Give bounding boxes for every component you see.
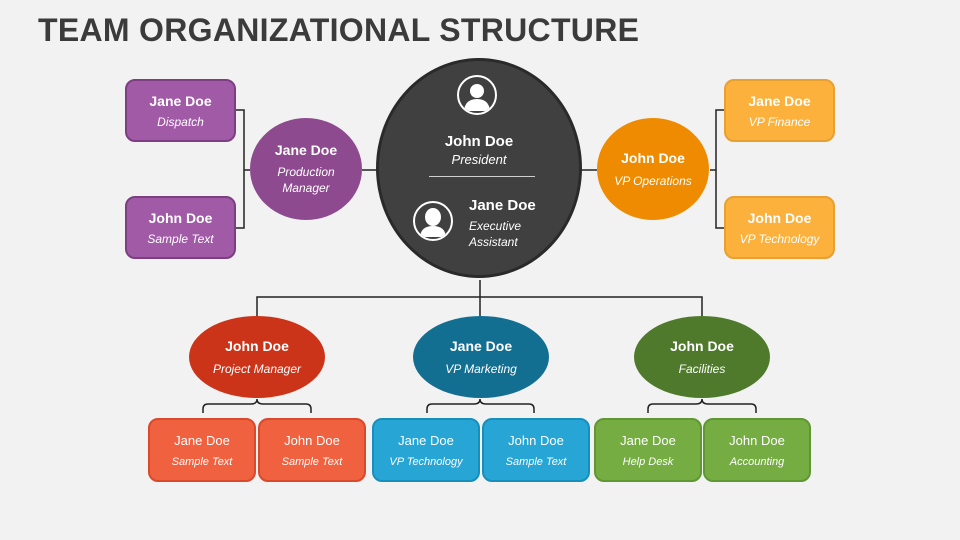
- report-role: VP Technology: [739, 231, 820, 246]
- connector-production-reports: [236, 109, 245, 229]
- assistant-role: Executive Assistant: [469, 219, 522, 249]
- operations-role: VP Operations: [614, 174, 692, 188]
- female-user-icon: [413, 201, 453, 241]
- facilities-report-node: Jane Doe Help Desk: [594, 418, 702, 482]
- report-role: Sample Text: [505, 455, 567, 468]
- connector-operations-reports: [715, 109, 724, 229]
- report-role: Sample Text: [281, 455, 343, 468]
- project-name: John Doe: [225, 338, 289, 354]
- report-role: Accounting: [729, 455, 785, 468]
- page-title: TEAM ORGANIZATIONAL STRUCTURE: [38, 12, 640, 48]
- report-name: John Doe: [729, 432, 785, 448]
- facilities-role: Facilities: [678, 362, 726, 376]
- project-role: Project Manager: [212, 362, 302, 376]
- assistant-name: Jane Doe: [469, 197, 536, 214]
- facilities-node: John Doe Facilities: [634, 316, 770, 398]
- technology-node: John Doe VP Technology: [724, 196, 835, 259]
- president-name: John Doe: [444, 133, 514, 150]
- project-report-node: John Doe Sample Text: [258, 418, 366, 482]
- report-name: Jane Doe: [748, 92, 811, 109]
- report-role: Sample Text: [171, 455, 233, 468]
- production-manager-node: Jane Doe Production Manager: [250, 118, 362, 220]
- president-role: President: [451, 152, 507, 167]
- production-sample-node: John Doe Sample Text: [125, 196, 236, 259]
- marketing-name: Jane Doe: [449, 338, 513, 354]
- facilities-report-node: John Doe Accounting: [703, 418, 811, 482]
- operations-node: John Doe VP Operations: [597, 118, 709, 220]
- president-divider: [429, 176, 535, 177]
- report-name: John Doe: [508, 432, 564, 448]
- report-name: Jane Doe: [620, 432, 676, 448]
- dispatch-node: Jane Doe Dispatch: [125, 79, 236, 142]
- production-role: Production Manager: [277, 165, 335, 195]
- male-user-icon: [457, 75, 497, 115]
- report-name: Jane Doe: [398, 432, 454, 448]
- project-report-node: Jane Doe Sample Text: [148, 418, 256, 482]
- production-name: Jane Doe: [274, 142, 338, 158]
- brace-marketing: [426, 398, 535, 413]
- report-role: Dispatch: [157, 114, 204, 129]
- operations-name: John Doe: [621, 150, 685, 166]
- report-role: VP Technology: [389, 455, 463, 468]
- report-role: Sample Text: [147, 231, 214, 246]
- marketing-report-node: John Doe Sample Text: [482, 418, 590, 482]
- report-role: Help Desk: [622, 455, 674, 468]
- marketing-node: Jane Doe VP Marketing: [413, 316, 549, 398]
- brace-facilities: [647, 398, 757, 413]
- report-name: Jane Doe: [174, 432, 230, 448]
- report-name: John Doe: [284, 432, 340, 448]
- report-name: Jane Doe: [149, 92, 212, 109]
- report-name: John Doe: [148, 209, 213, 226]
- report-name: John Doe: [747, 209, 812, 226]
- brace-project: [202, 398, 312, 413]
- facilities-name: John Doe: [670, 338, 734, 354]
- marketing-role: VP Marketing: [445, 362, 517, 376]
- marketing-report-node: Jane Doe VP Technology: [372, 418, 480, 482]
- president-node: John Doe President Jane Doe Executive As…: [376, 58, 582, 278]
- finance-node: Jane Doe VP Finance: [724, 79, 835, 142]
- report-role: VP Finance: [748, 114, 811, 129]
- project-manager-node: John Doe Project Manager: [189, 316, 325, 398]
